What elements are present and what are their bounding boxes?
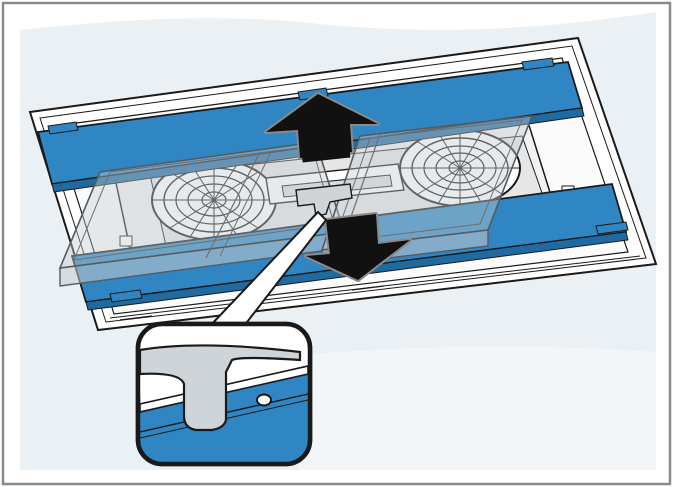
hood-bottom-trim bbox=[119, 285, 385, 321]
release-tab bbox=[295, 183, 353, 217]
magnifier-callout-icon bbox=[135, 211, 327, 467]
backdrop-floor-lighter bbox=[300, 346, 656, 470]
fan-right-icon bbox=[399, 129, 521, 207]
double-arrow-up-down-icon bbox=[264, 92, 412, 282]
filter-panel-left bbox=[58, 141, 346, 287]
fan-left-icon bbox=[151, 159, 277, 241]
